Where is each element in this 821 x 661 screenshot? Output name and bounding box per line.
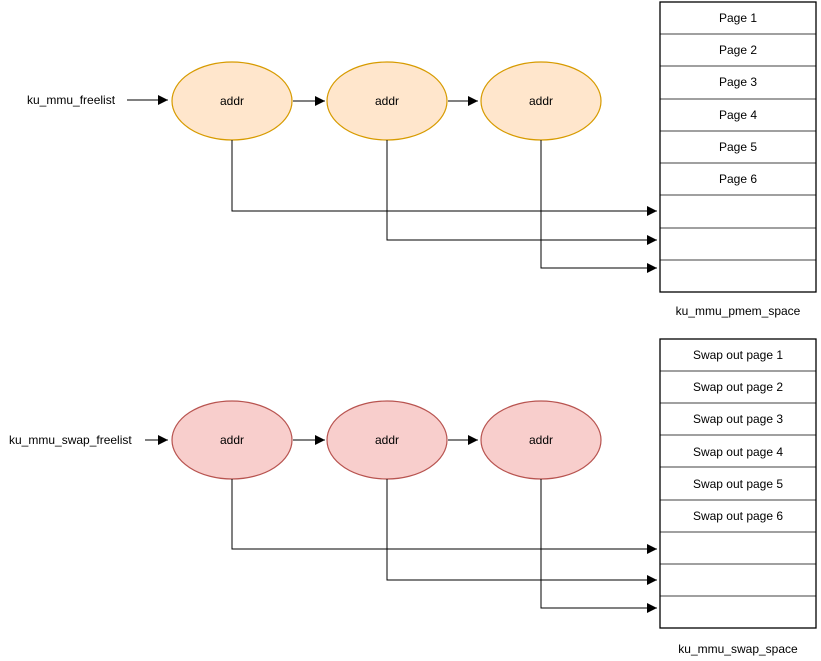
pmem-table-row-label: Page 3 (719, 75, 757, 89)
swap-node-1-label: addr (220, 433, 244, 447)
swap-table: Swap out page 1 Swap out page 2 Swap out… (659, 338, 817, 629)
swap-space-label: ku_mmu_swap_space (678, 642, 798, 656)
swap-node-3-to-table-connector (540, 479, 657, 613)
swap-node-2-label: addr (375, 433, 399, 447)
swap-node-1-to-table-connector (231, 479, 657, 554)
pmem-node-3-to-table-connector (540, 140, 657, 273)
pmem-table: Page 1 Page 2 Page 3 Page 4 Page 5 Page … (659, 1, 817, 293)
swap-table-row-label: Swap out page 5 (693, 477, 783, 491)
pmem-node-1-to-table-connector (231, 140, 657, 216)
pmem-node-2-to-table-connector (386, 140, 657, 245)
swap-freelist-section: ku_mmu_swap_freelist addr addr addr Swap… (9, 338, 817, 656)
swap-table-row-label: Swap out page 3 (693, 412, 783, 426)
pmem-node-3-label: addr (529, 94, 553, 108)
swap-table-row-label: Swap out page 6 (693, 509, 783, 523)
pmem-freelist-section: ku_mmu_freelist addr addr addr Page 1 Pa… (27, 1, 817, 318)
swap-table-row-label: Swap out page 1 (693, 348, 783, 362)
pmem-table-row-label: Page 6 (719, 172, 757, 186)
pmem-space-label: ku_mmu_pmem_space (676, 304, 801, 318)
pmem-node-1-label: addr (220, 94, 244, 108)
pmem-freelist-label: ku_mmu_freelist (27, 93, 116, 107)
swap-table-row-label: Swap out page 4 (693, 445, 783, 459)
swap-freelist-label: ku_mmu_swap_freelist (9, 433, 132, 447)
swap-node-3-label: addr (529, 433, 553, 447)
pmem-table-border (659, 1, 817, 293)
pmem-table-row-label: Page 4 (719, 108, 757, 122)
swap-table-border (659, 338, 817, 629)
pmem-table-row-label: Page 5 (719, 140, 757, 154)
pmem-table-row-label: Page 1 (719, 11, 757, 25)
swap-table-row-label: Swap out page 2 (693, 380, 783, 394)
pmem-node-2-label: addr (375, 94, 399, 108)
pmem-table-row-label: Page 2 (719, 43, 757, 57)
swap-node-2-to-table-connector (386, 479, 657, 585)
